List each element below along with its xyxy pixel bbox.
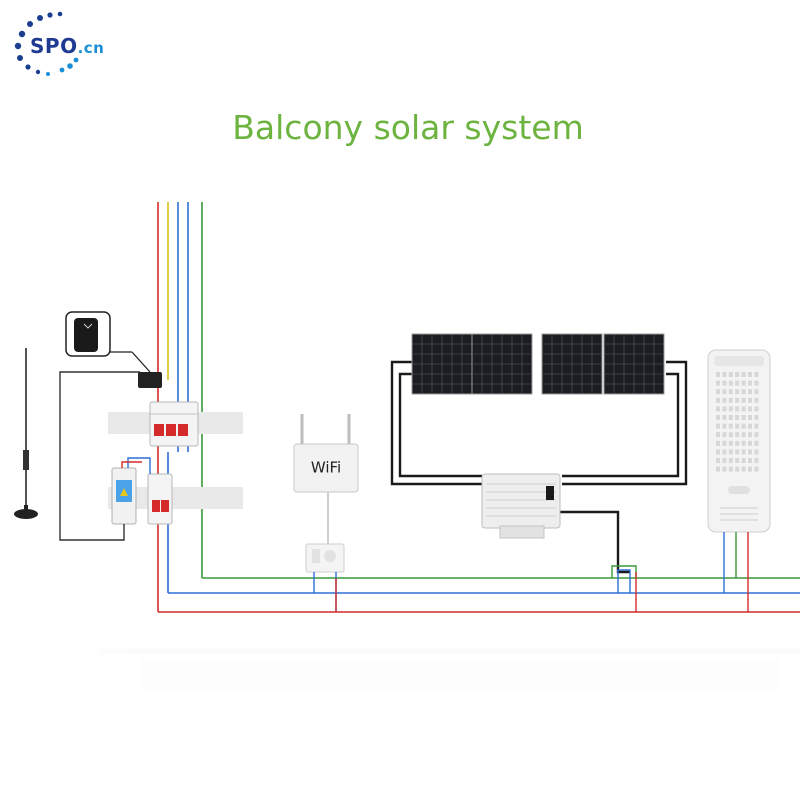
reflection xyxy=(100,648,800,690)
solar-panel-icon xyxy=(411,333,665,395)
router-label: WiFi xyxy=(311,459,341,477)
circuit-breaker-icon xyxy=(147,473,173,525)
dc-wiring xyxy=(390,360,688,574)
microinverter-icon xyxy=(481,473,561,539)
page-title: Balcony solar system xyxy=(232,108,584,147)
wifi-router-icon: WiFi xyxy=(293,414,359,548)
logo-text: SPO.cn xyxy=(30,34,105,58)
antenna-icon xyxy=(14,348,38,519)
power-socket-icon xyxy=(305,543,345,612)
circuit-breaker-icon xyxy=(149,401,199,447)
battery-storage-icon xyxy=(707,349,771,612)
ct-clamp-icon xyxy=(65,311,162,388)
energy-meter-icon xyxy=(111,467,137,525)
spo-logo xyxy=(14,11,79,76)
